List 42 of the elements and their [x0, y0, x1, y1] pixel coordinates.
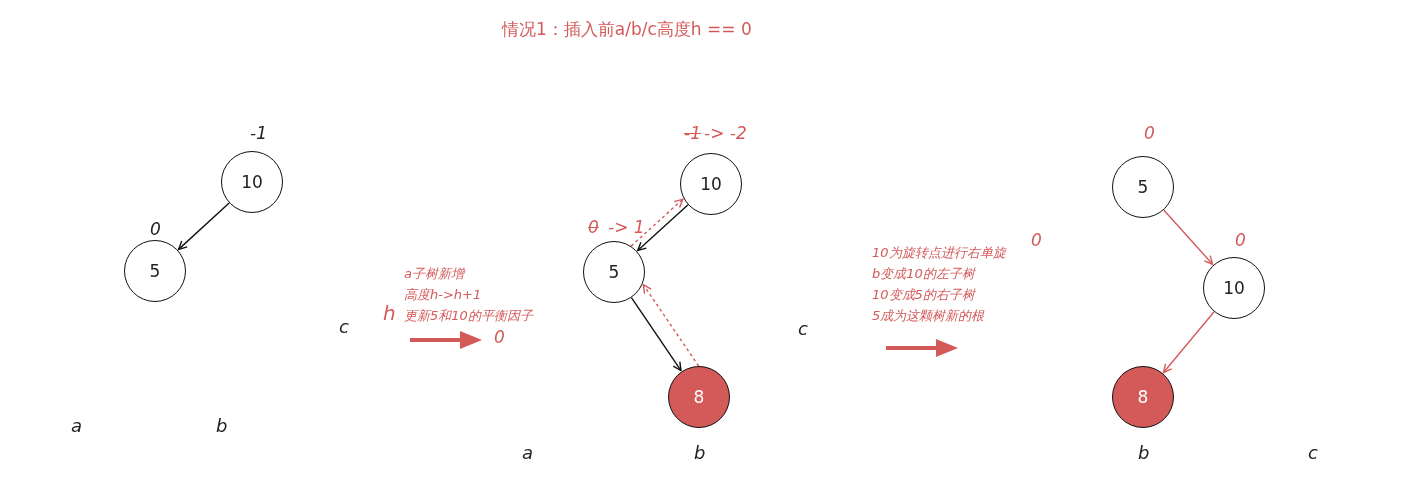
arrow: [637, 204, 689, 252]
balance-factor: 0: [1144, 123, 1155, 143]
title: 情况1：插入前a/b/c高度h == 0: [502, 18, 752, 41]
note-text: 更新5和10的平衡因子: [404, 307, 533, 325]
label-text: c: [339, 316, 349, 337]
arrow: [1162, 311, 1215, 374]
note-text: b变成10的左子树: [872, 265, 975, 283]
label-text: b: [1138, 442, 1150, 463]
note-text: 5成为这颗树新的根: [872, 307, 985, 325]
balance-factor: -1: [684, 123, 701, 143]
tree-node-circle: 10: [1203, 257, 1265, 319]
label-text: b: [694, 442, 706, 463]
label-text: 0: [1031, 230, 1042, 250]
balance-factor: 0: [150, 219, 161, 239]
tree-node-circle: 8: [1112, 366, 1174, 428]
tree-node-circle: 5: [1112, 156, 1174, 218]
tree-node-circle: 8: [668, 366, 730, 428]
tree-node-circle: 10: [221, 151, 283, 213]
balance-factor: -1: [250, 123, 267, 143]
label-text: a: [71, 415, 83, 436]
label-text: c: [798, 318, 808, 339]
dashed-arrow: [630, 198, 684, 247]
balance-factor: -> 1: [608, 217, 645, 237]
balance-factor: -> -2: [704, 123, 747, 143]
balance-factor: 0: [588, 217, 599, 237]
note-text: 10为旋转点进行右单旋: [872, 244, 1006, 262]
dashed-arrow: [642, 284, 700, 367]
tree-node-circle: 10: [680, 153, 742, 215]
label-text: c: [1308, 442, 1318, 463]
note-text: 10变成5的右子树: [872, 286, 975, 304]
arrow: [630, 296, 682, 372]
tree-node-circle: 5: [124, 240, 186, 302]
arrow: [177, 202, 230, 251]
label-text: h: [383, 301, 396, 325]
label-text: b: [216, 415, 228, 436]
label-text: a: [522, 442, 534, 463]
label-text: 0: [494, 327, 505, 347]
tree-node-circle: 5: [583, 241, 645, 303]
note-text: a子树新增: [404, 265, 464, 283]
note-text: 高度h->h+1: [404, 286, 482, 304]
arrow: [1163, 209, 1214, 265]
balance-factor: 0: [1235, 230, 1246, 250]
